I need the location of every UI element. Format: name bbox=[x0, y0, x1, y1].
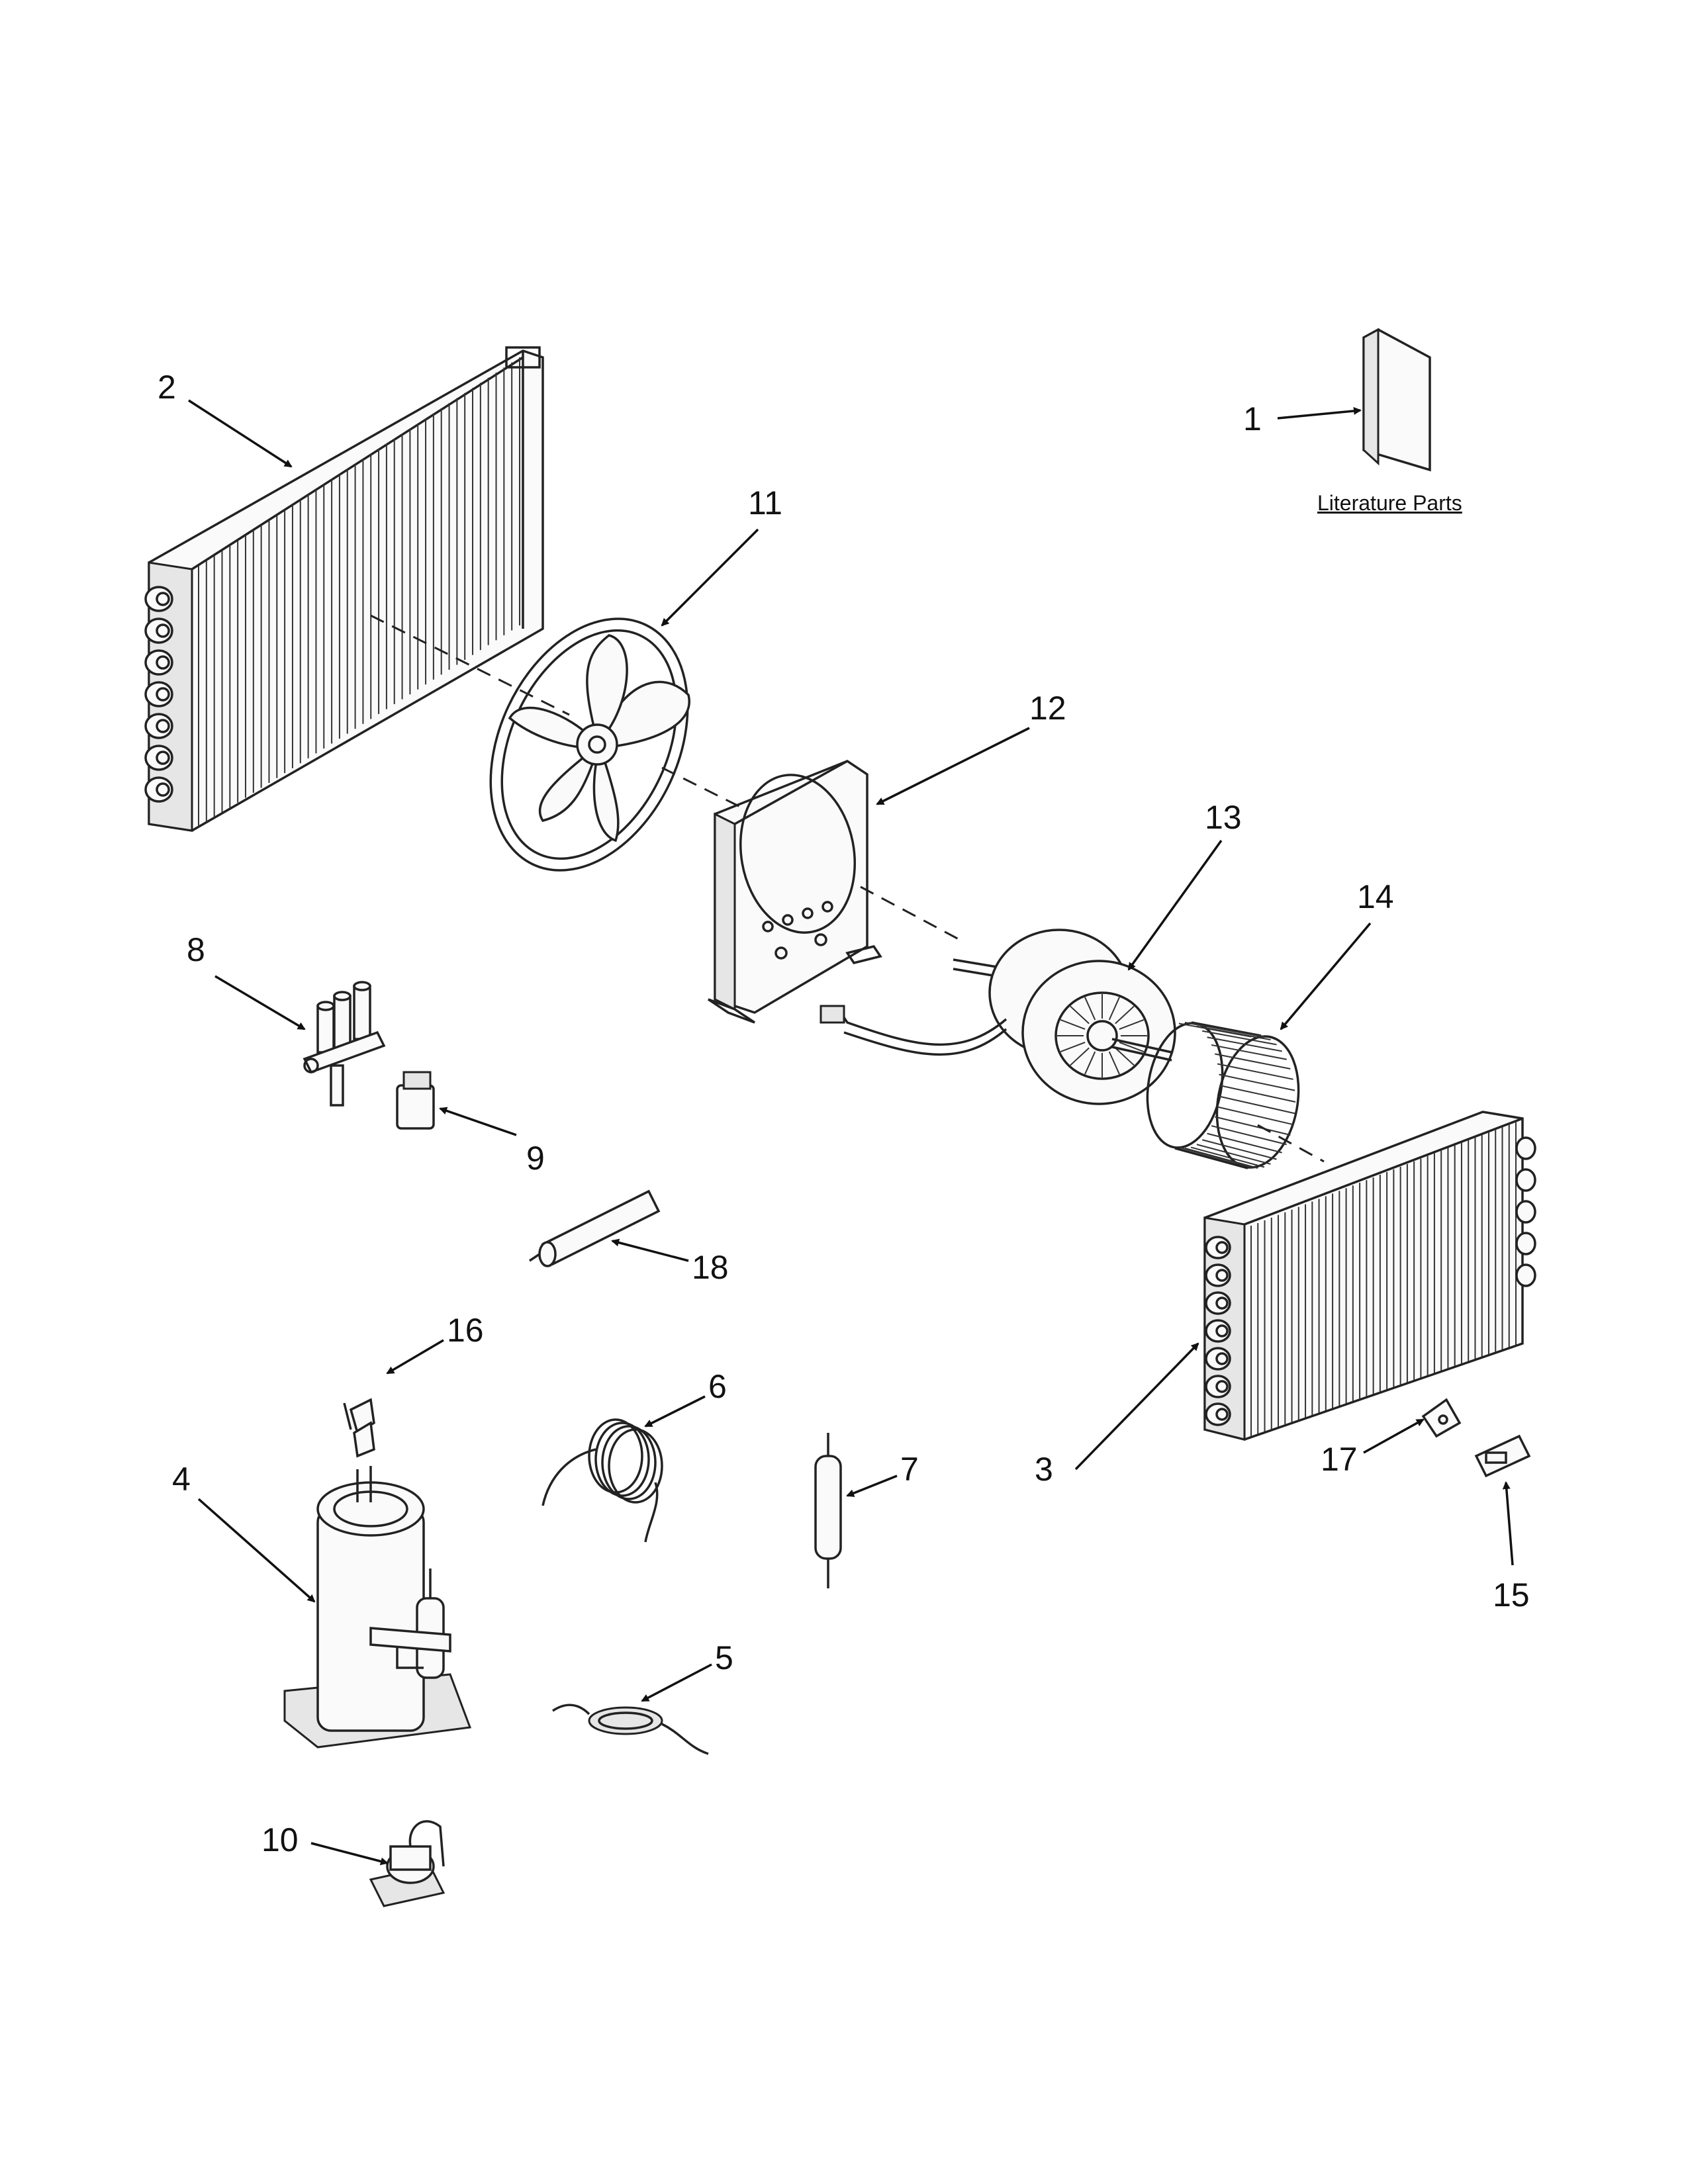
leader-arrows bbox=[188, 399, 1514, 1866]
thermal-switch bbox=[369, 1820, 445, 1907]
valve-assembly bbox=[303, 981, 386, 1107]
callout-9: 9 bbox=[526, 1140, 545, 1177]
small-tab-bracket bbox=[1421, 1398, 1462, 1438]
callout-5: 5 bbox=[715, 1639, 733, 1676]
callout-15: 15 bbox=[1493, 1576, 1530, 1614]
callout-10: 10 bbox=[261, 1821, 299, 1858]
callout-17: 17 bbox=[1321, 1441, 1358, 1478]
callout-12: 12 bbox=[1029, 690, 1066, 727]
callout-4: 4 bbox=[172, 1461, 191, 1498]
fan-motor bbox=[820, 929, 1176, 1105]
callout-18: 18 bbox=[692, 1249, 729, 1286]
callout-14: 14 bbox=[1357, 878, 1394, 915]
callout-2: 2 bbox=[158, 369, 176, 406]
capillary-coil bbox=[541, 1418, 663, 1543]
filter-drier bbox=[814, 1433, 842, 1588]
solenoid-coil bbox=[396, 1071, 435, 1130]
condenser-fan-blade bbox=[489, 617, 690, 872]
overload-protector bbox=[552, 1704, 709, 1755]
literature-booklet bbox=[1362, 328, 1431, 472]
compressor bbox=[283, 1466, 472, 1749]
callout-6: 6 bbox=[708, 1368, 727, 1405]
coil-clip bbox=[1474, 1434, 1531, 1478]
callout-11: 11 bbox=[748, 484, 782, 522]
callout-3: 3 bbox=[1035, 1451, 1053, 1488]
callout-13: 13 bbox=[1205, 799, 1242, 836]
evaporator-coil bbox=[1203, 1111, 1536, 1441]
literature-parts-label: Literature Parts bbox=[1317, 491, 1462, 515]
callout-8: 8 bbox=[187, 931, 205, 968]
callout-1: 1 bbox=[1243, 400, 1262, 437]
condenser-coil bbox=[144, 346, 544, 832]
accumulator-tube bbox=[529, 1189, 661, 1267]
callout-7: 7 bbox=[900, 1451, 919, 1488]
clip-bracket bbox=[343, 1398, 375, 1458]
blower-wheel bbox=[1146, 1021, 1300, 1169]
fan-shroud-bracket bbox=[708, 760, 882, 1024]
callout-16: 16 bbox=[447, 1312, 484, 1349]
assembly-axis bbox=[370, 614, 1325, 1163]
